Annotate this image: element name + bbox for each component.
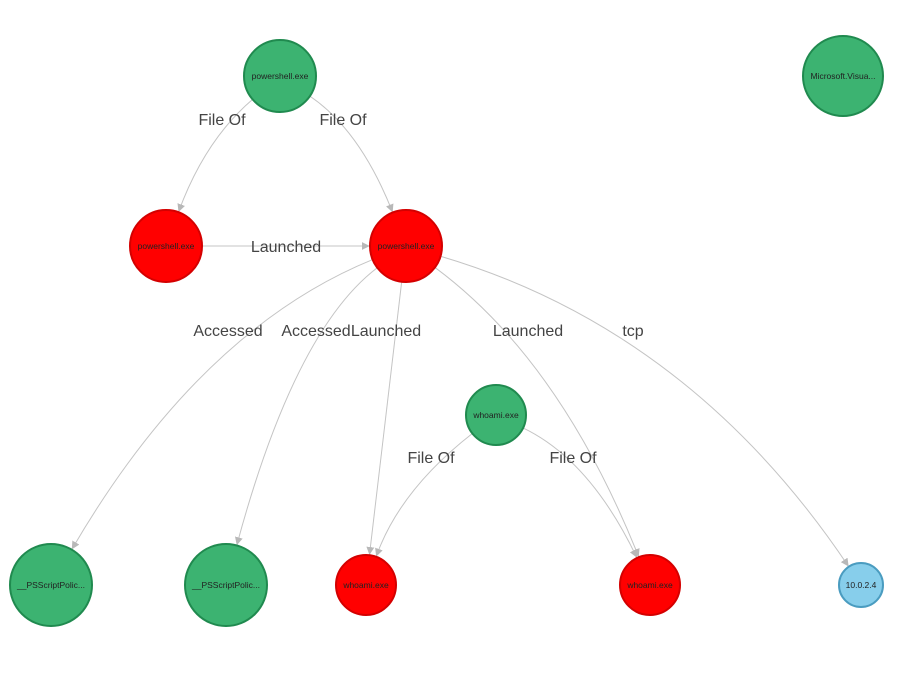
psscriptpolicy-file-node-2-circle[interactable] (184, 543, 268, 627)
edge-file-of-n5-n8[interactable] (375, 433, 473, 557)
ip-address-node[interactable]: 10.0.2.4 (838, 562, 884, 608)
psscriptpolicy-file-node-2[interactable]: __PSScriptPolic... (184, 543, 268, 627)
microsoft-visual-file-node-circle[interactable] (802, 35, 884, 117)
whoami-file-node-circle[interactable] (465, 384, 527, 446)
whoami-file-node[interactable]: whoami.exe (465, 384, 527, 446)
whoami-process-node-right-circle[interactable] (619, 554, 681, 616)
edge-label-tcp: tcp (622, 323, 643, 340)
powershell-process-node-left-circle[interactable] (129, 209, 203, 283)
powershell-file-node[interactable]: powershell.exe (243, 39, 317, 113)
whoami-process-node-right[interactable]: whoami.exe (619, 554, 681, 616)
whoami-process-node-left-label: whoami.exe (342, 580, 389, 590)
edges-layer (71, 95, 849, 567)
edge-label-file-of: File Of (198, 112, 246, 129)
ip-address-node-circle[interactable] (838, 562, 884, 608)
edge-label-accessed: Accessed (193, 323, 262, 340)
powershell-process-node-main-label: powershell.exe (378, 241, 435, 251)
powershell-process-node-main[interactable]: powershell.exe (369, 209, 443, 283)
edge-label-launched: Launched (251, 239, 321, 256)
powershell-process-node-left[interactable]: powershell.exe (129, 209, 203, 283)
edge-tcp-n4-n10[interactable] (440, 255, 849, 567)
nodes-layer: powershell.exe Microsoft.Visua... powershe… (9, 35, 884, 627)
edge-label-file-of: File Of (407, 450, 455, 467)
edge-launched-n4-n8[interactable] (366, 281, 403, 555)
edge-label-accessed: Accessed (281, 323, 350, 340)
psscriptpolicy-file-node-1[interactable]: __PSScriptPolic... (9, 543, 93, 627)
edge-label-file-of: File Of (319, 112, 367, 129)
edge-label-launched: Launched (493, 323, 563, 340)
edge-file-of-n1-n4[interactable] (309, 95, 394, 213)
edge-label-file-of: File Of (549, 450, 597, 467)
psscriptpolicy-file-node-1-label: __PSScriptPolic... (16, 580, 85, 590)
whoami-file-node-label: whoami.exe (472, 410, 519, 420)
ip-address-node-label: 10.0.2.4 (846, 580, 877, 590)
powershell-process-node-main-circle[interactable] (369, 209, 443, 283)
whoami-process-node-left-circle[interactable] (335, 554, 397, 616)
microsoft-visual-file-node-label: Microsoft.Visua... (810, 71, 875, 81)
edge-label-launched: Launched (351, 323, 421, 340)
edge-launched-n4-n9[interactable] (434, 267, 640, 557)
microsoft-visual-file-node[interactable]: Microsoft.Visua... (802, 35, 884, 117)
edge-file-of-n5-n9[interactable] (522, 427, 638, 558)
whoami-process-node-right-label: whoami.exe (626, 580, 673, 590)
powershell-file-node-circle[interactable] (243, 39, 317, 113)
psscriptpolicy-file-node-2-label: __PSScriptPolic... (191, 580, 260, 590)
powershell-file-node-label: powershell.exe (252, 71, 309, 81)
edge-accessed-n4-n6[interactable] (71, 259, 373, 550)
edge-accessed-n4-n7[interactable] (234, 267, 378, 546)
whoami-process-node-left[interactable]: whoami.exe (335, 554, 397, 616)
powershell-process-node-left-label: powershell.exe (138, 241, 195, 251)
psscriptpolicy-file-node-1-circle[interactable] (9, 543, 93, 627)
edge-file-of-n1-n3[interactable] (177, 98, 253, 213)
